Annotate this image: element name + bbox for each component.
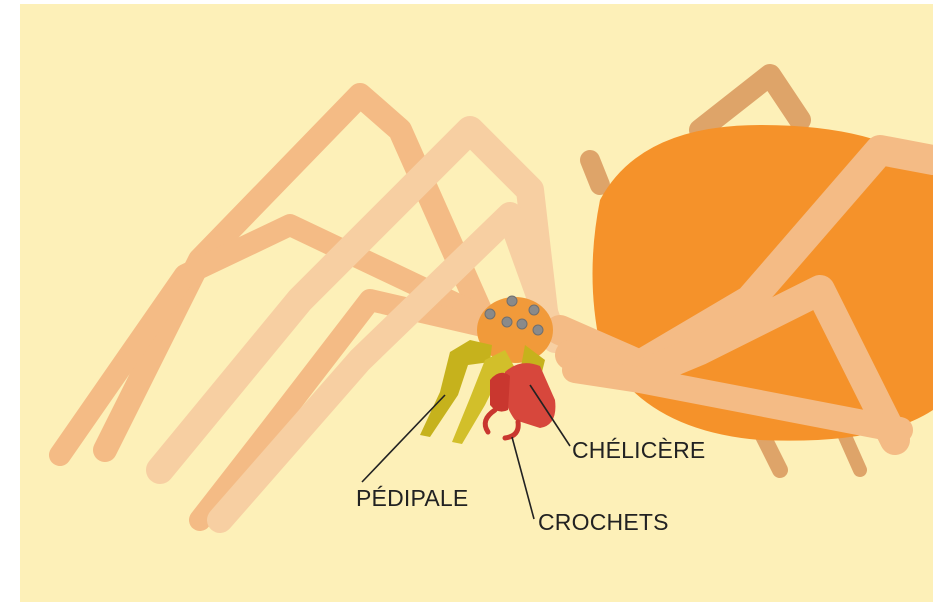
label-chelicere: CHÉLICÈRE	[572, 437, 705, 464]
label-pedipale: PÉDIPALE	[356, 485, 468, 512]
chelicera-left	[490, 373, 510, 412]
label-crochets: CROCHETS	[538, 509, 669, 536]
